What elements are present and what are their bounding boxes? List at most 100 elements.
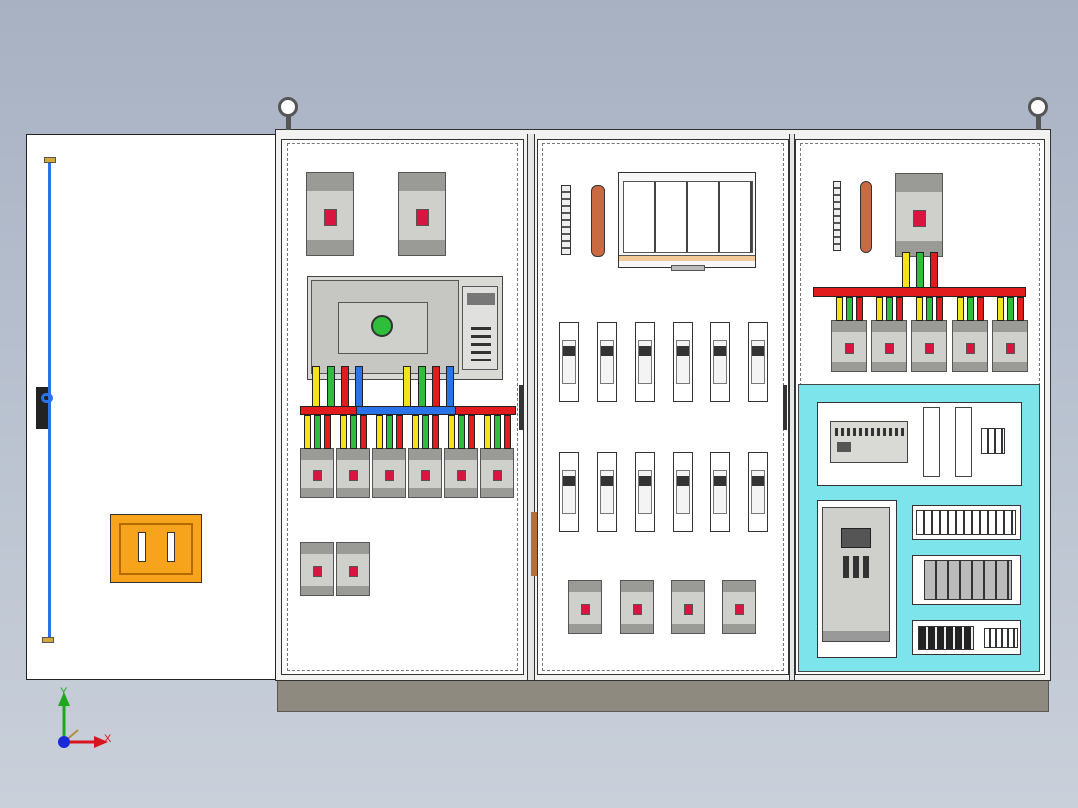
conductor — [484, 415, 491, 449]
conductor — [997, 297, 1004, 321]
conductor — [396, 415, 403, 449]
fuse-holder — [748, 322, 768, 402]
cabinet-door[interactable] — [26, 134, 276, 680]
conductor — [876, 297, 883, 321]
x-axis-arrow — [94, 736, 108, 748]
earth-bar — [833, 181, 841, 251]
door-handle-icon[interactable] — [110, 514, 202, 583]
conductor-l3 — [432, 366, 440, 410]
feeder-breaker — [568, 580, 602, 634]
vfd-display — [841, 528, 871, 548]
ats-controller — [462, 286, 498, 370]
fuse-holder — [597, 322, 617, 402]
y-axis-label: Y — [60, 686, 68, 698]
conductor — [468, 415, 475, 449]
conductor — [896, 297, 903, 321]
vertical-cable-duct — [519, 385, 523, 430]
capacitor-bank — [618, 172, 756, 271]
outgoing-breaker — [300, 448, 334, 498]
spare-breaker — [336, 542, 370, 596]
handle-slot — [167, 532, 175, 562]
conductor — [957, 297, 964, 321]
lifting-eye-icon — [1028, 97, 1048, 117]
fuse-holder — [673, 322, 693, 402]
conductor — [967, 297, 974, 321]
conductor — [412, 415, 419, 449]
fuse-holder — [597, 452, 617, 532]
conductor-l1 — [403, 366, 411, 410]
outgoing-breaker — [911, 320, 947, 372]
conductor-n — [446, 366, 454, 410]
vertical-cable-duct — [531, 512, 537, 576]
terminal-strip — [924, 560, 1012, 600]
y-axis-arrow — [58, 692, 70, 706]
fuse-holder — [748, 452, 768, 532]
lifting-eye-icon — [278, 97, 298, 117]
conductor — [422, 415, 429, 449]
outgoing-breaker — [480, 448, 514, 498]
fuse-holder — [710, 322, 730, 402]
conductor — [494, 415, 501, 449]
fuse-holder — [635, 322, 655, 402]
conductor — [916, 297, 923, 321]
conductor — [504, 415, 511, 449]
conductor — [856, 297, 863, 321]
axis-origin — [58, 736, 70, 748]
contactor — [955, 407, 972, 477]
fuse-holder — [673, 452, 693, 532]
cabinet-plinth — [277, 676, 1049, 712]
conductor-l3 — [341, 366, 349, 410]
x-axis-label: X — [104, 733, 112, 745]
door-rod-top-cap — [44, 157, 56, 163]
outgoing-breaker — [444, 448, 478, 498]
section-divider — [527, 134, 535, 680]
spare-breaker — [300, 542, 334, 596]
ats-selector[interactable] — [371, 315, 393, 337]
conductor — [886, 297, 893, 321]
relay-block — [981, 428, 1005, 454]
busbar-neutral — [356, 406, 456, 415]
conductor — [448, 415, 455, 449]
conductor — [386, 415, 393, 449]
terminal-strip — [984, 628, 1018, 648]
conductor-l1 — [902, 252, 910, 288]
conductor — [432, 415, 439, 449]
fuse-holder — [559, 452, 579, 532]
fuse-holder — [710, 452, 730, 532]
automatic-transfer-switch — [307, 276, 503, 380]
conductor — [836, 297, 843, 321]
feeder-breaker — [671, 580, 705, 634]
conductor — [458, 415, 465, 449]
outgoing-breaker — [372, 448, 406, 498]
conductor — [314, 415, 321, 449]
vfd-keypad[interactable] — [843, 556, 869, 578]
conductor — [1007, 297, 1014, 321]
outgoing-breaker — [408, 448, 442, 498]
conductor — [324, 415, 331, 449]
conductor — [376, 415, 383, 449]
axis-triad-icon — [58, 692, 108, 748]
copper-busbar — [591, 185, 605, 257]
contactor — [923, 407, 940, 477]
conductor-n — [355, 366, 363, 410]
fuse-holder — [635, 452, 655, 532]
earth-bar — [561, 185, 571, 255]
conductor-l3 — [930, 252, 938, 288]
conductor — [304, 415, 311, 449]
plate-perimeter-left — [287, 143, 518, 671]
outgoing-breaker — [336, 448, 370, 498]
conductor — [936, 297, 943, 321]
door-rod-bottom-cap — [42, 637, 54, 643]
conductor-l2 — [916, 252, 924, 288]
conductor — [340, 415, 347, 449]
conductor — [350, 415, 357, 449]
lifting-eye-stem — [286, 116, 291, 130]
conductor — [360, 415, 367, 449]
outgoing-breaker — [992, 320, 1028, 372]
incomer-mccb — [895, 173, 943, 257]
feeder-breaker — [620, 580, 654, 634]
conductor — [846, 297, 853, 321]
conductor — [977, 297, 984, 321]
main-mccb — [306, 172, 354, 256]
door-latch-arm — [41, 393, 53, 403]
